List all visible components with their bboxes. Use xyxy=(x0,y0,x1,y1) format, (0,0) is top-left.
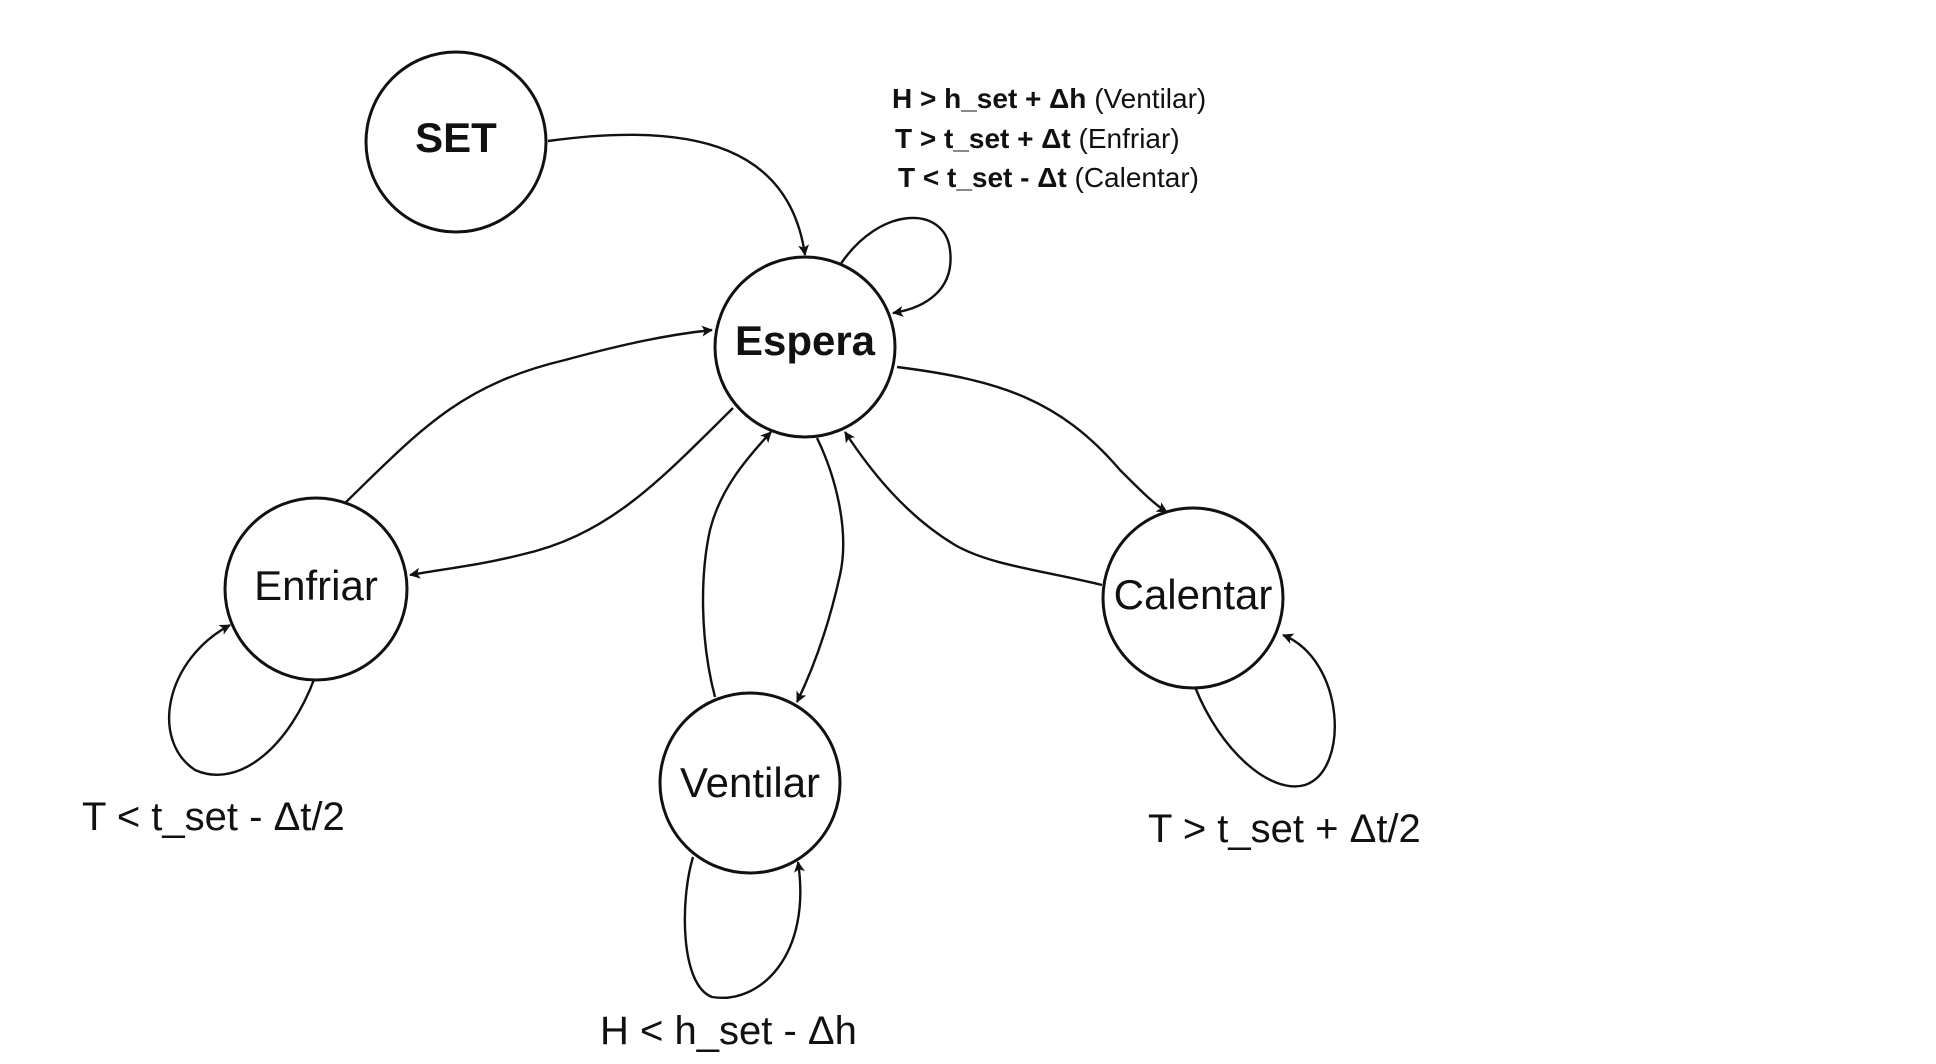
states: SET Espera Enfriar Ventilar Calentar xyxy=(223,50,1285,875)
espera-loop-conditions: H > h_set + Δh (Ventilar) T > t_set + Δt… xyxy=(892,83,1206,193)
state-espera-circle xyxy=(713,255,897,439)
edge-espera-to-ventilar xyxy=(795,437,845,703)
state-calentar-label: Calentar xyxy=(1114,571,1273,618)
calentar-loop-label: T > t_set + Δt/2 xyxy=(1148,807,1421,851)
edge-enfriar-to-espera xyxy=(342,325,713,506)
enfriar-loop-label: T < t_set - Δt/2 xyxy=(82,795,345,839)
edge-calentar-self-loop xyxy=(1193,633,1336,788)
state-enfriar-label: Enfriar xyxy=(254,562,378,609)
edge-ventilar-self-loop xyxy=(683,856,805,1000)
espera-loop-condition-ventilar: H > h_set + Δh (Ventilar) xyxy=(892,83,1206,114)
state-enfriar: Enfriar xyxy=(223,496,409,682)
state-set-label: SET xyxy=(415,114,497,161)
edge-ventilar-to-espera xyxy=(701,431,772,698)
state-calentar-circle xyxy=(1101,506,1285,690)
edge-enfriar-self-loop xyxy=(167,623,317,776)
state-enfriar-circle xyxy=(223,496,409,682)
state-ventilar: Ventilar xyxy=(658,691,842,875)
edge-espera-to-enfriar xyxy=(409,407,734,579)
edges xyxy=(167,133,1336,1000)
espera-loop-condition-enfriar: T > t_set + Δt (Enfriar) xyxy=(895,123,1180,154)
state-espera: Espera xyxy=(713,255,897,439)
state-ventilar-label: Ventilar xyxy=(680,759,820,806)
state-ventilar-circle xyxy=(658,691,842,875)
espera-loop-condition-calentar: T < t_set - Δt (Calentar) xyxy=(898,162,1199,193)
edge-set-to-espera xyxy=(547,133,810,256)
state-espera-label: Espera xyxy=(735,317,876,364)
loop-labels: T < t_set - Δt/2 H < h_set - Δh T > t_se… xyxy=(82,795,1421,1053)
state-calentar: Calentar xyxy=(1101,506,1285,690)
edge-espera-self-loop xyxy=(839,216,952,317)
edge-espera-to-calentar xyxy=(896,365,1168,514)
edge-calentar-to-espera xyxy=(843,431,1103,587)
ventilar-loop-label: H < h_set - Δh xyxy=(600,1009,857,1053)
state-set: SET xyxy=(364,50,548,234)
state-set-circle xyxy=(364,50,548,234)
